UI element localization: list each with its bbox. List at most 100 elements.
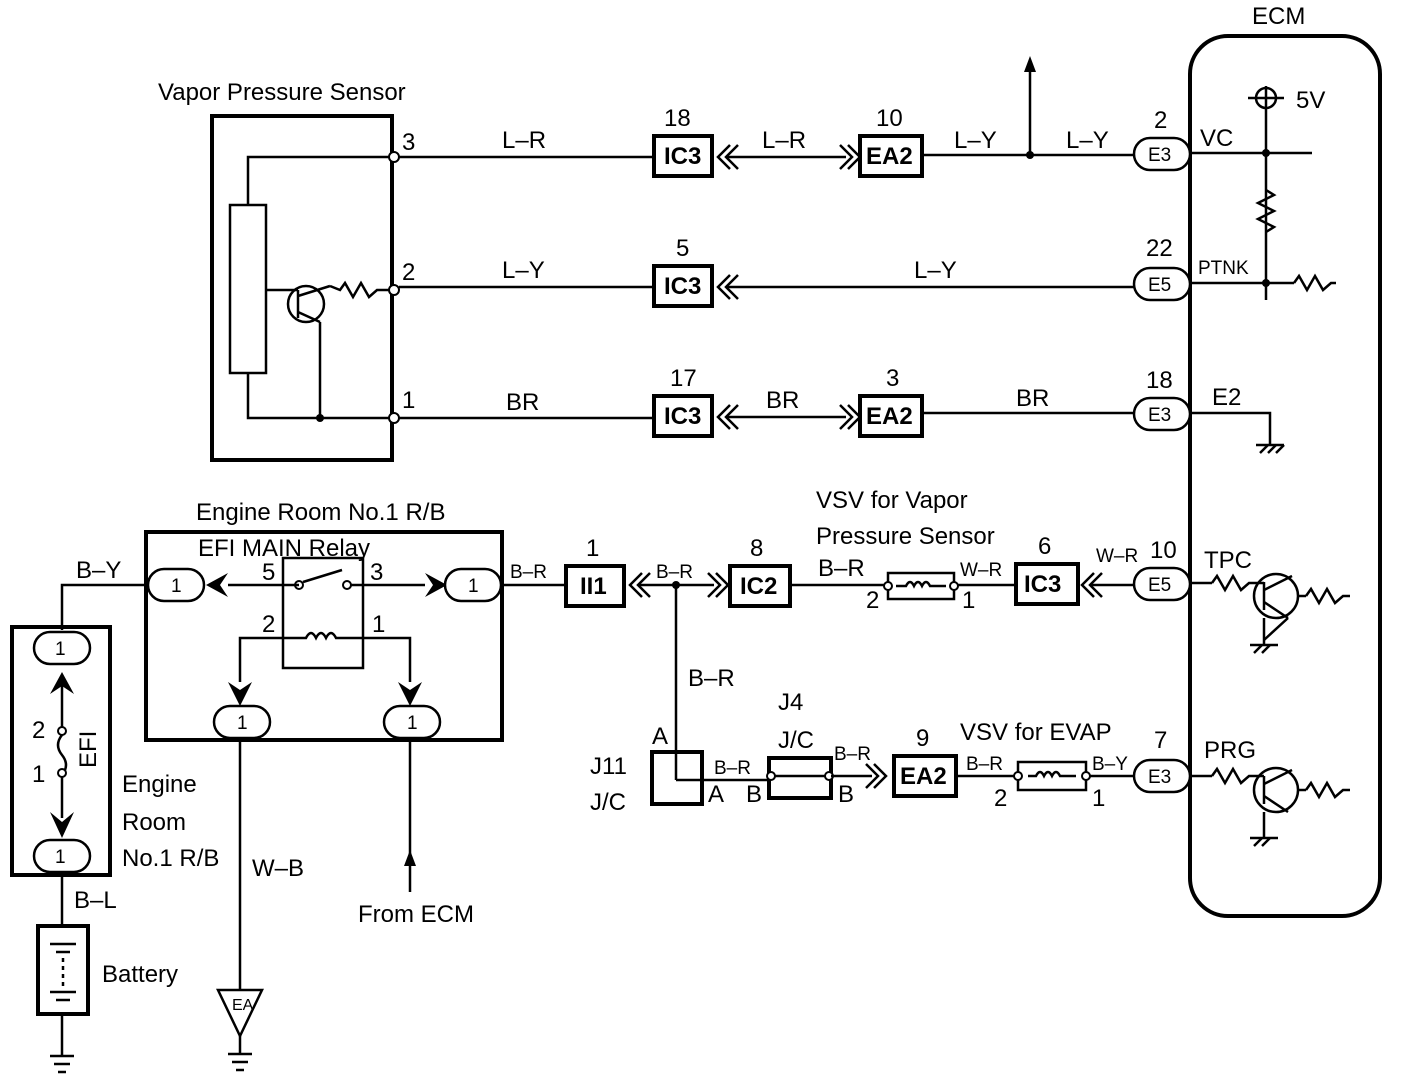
- wire-color-label: B–R: [510, 562, 547, 583]
- wire-color-label: B–Y: [1092, 754, 1128, 775]
- pin-label: 3: [370, 559, 383, 586]
- connector-e5-10: [1132, 566, 1192, 602]
- from-ecm-label: From ECM: [358, 901, 474, 928]
- resistor-icon: [1292, 273, 1336, 293]
- connector-e3-2: [1132, 136, 1192, 172]
- connector-ic3-17: [652, 394, 714, 438]
- ecm-terminal-vc: VC: [1200, 125, 1233, 152]
- resistor-icon: [1255, 188, 1277, 234]
- resistor-icon: [329, 280, 394, 300]
- wire-color-label: W–R: [1096, 546, 1138, 567]
- connector-code: E3: [1148, 405, 1171, 426]
- connector-arrow-icon: [228, 682, 252, 706]
- connector-pin: 5: [676, 235, 689, 262]
- relay-coil-icon: [296, 631, 350, 641]
- pin-label: 1: [1092, 785, 1105, 812]
- wire-color-label: B–L: [74, 887, 117, 914]
- j4-label: J4: [778, 689, 803, 716]
- connector-e3-7: [1132, 758, 1192, 794]
- connector-ic2-8: [728, 564, 792, 608]
- connector-code: E5: [1148, 275, 1171, 296]
- wire-color-label: B–R: [688, 665, 735, 692]
- relay-switch-icon: [302, 568, 343, 584]
- transistor-icon: [286, 284, 326, 324]
- wire-color-label: L–Y: [914, 257, 957, 284]
- connector-pin: 10: [876, 105, 903, 132]
- vsv-vapor-label: VSV for Vapor: [816, 487, 968, 514]
- connector-pin: 18: [1146, 367, 1173, 394]
- connector-ic3-18: [652, 134, 714, 178]
- efi-fuse-label: EFI: [75, 731, 102, 768]
- wire-color-label: B–R: [818, 555, 865, 582]
- connector-code: IC3: [664, 143, 701, 170]
- wire-color-label: B–R: [656, 562, 693, 583]
- wire-color-label: B–R: [834, 744, 871, 765]
- pin-label: 2: [866, 587, 879, 614]
- connector-code: EA2: [866, 143, 913, 170]
- sensor-element-icon: [228, 203, 268, 375]
- connector-code: IC2: [740, 573, 777, 600]
- wire-color-label: BR: [1016, 385, 1049, 412]
- pin-label: 2: [32, 717, 45, 744]
- pin-label: 3: [402, 129, 415, 156]
- ecm-block: ECM 5V VC PTNK E2: [1188, 3, 1382, 918]
- j11-label: J11: [590, 753, 627, 780]
- connector-pin: 2: [1154, 107, 1167, 134]
- wire-color-label: B–Y: [76, 557, 121, 584]
- connector-arrow-icon: [839, 144, 854, 170]
- connector-pin: 9: [916, 725, 929, 752]
- ecm-terminal-ptnk: PTNK: [1198, 258, 1249, 279]
- solenoid-coil-icon: [1028, 770, 1076, 779]
- resistor-icon: [1210, 766, 1256, 786]
- vsv-evap-label: VSV for EVAP: [960, 719, 1112, 746]
- vapor-sensor-label: Vapor Pressure Sensor: [158, 79, 406, 106]
- connector-pin: 6: [1038, 533, 1051, 560]
- connector-e3-18: [1132, 396, 1192, 432]
- wire-color-label: L–R: [502, 127, 546, 154]
- pin-label: 1: [55, 847, 66, 868]
- pin-label: 2: [994, 785, 1007, 812]
- connector-pin: 3: [886, 365, 899, 392]
- connector-code: E3: [1148, 767, 1171, 788]
- relay-block-box: [144, 530, 504, 742]
- connector-code: EA2: [866, 403, 913, 430]
- battery-label: Battery: [102, 961, 178, 988]
- wire-color-label: W–B: [252, 855, 304, 882]
- pin-label: 1: [407, 713, 418, 734]
- wire-row-prg: B–R A J11 J/C B–R A B J4 J/C B B–R EA2 9…: [590, 585, 1192, 816]
- wire-row-ptnk: L–Y IC3 5 L–Y E5 22: [399, 235, 1192, 308]
- wire-color-label: B–R: [966, 754, 1003, 775]
- vsv-vapor-label: Pressure Sensor: [816, 523, 995, 550]
- wire-color-label: L–R: [762, 127, 806, 154]
- pin-label: 1: [32, 761, 45, 788]
- connector-arrow-icon: [839, 404, 854, 430]
- wire-color-label: L–Y: [502, 257, 545, 284]
- connector-arrow-icon: [716, 274, 731, 300]
- connector-arrow-icon: [707, 572, 722, 598]
- wire-row-e2: BR IC3 17 BR EA2 3 BR E3 18: [399, 365, 1192, 438]
- ecm-terminal-e2: E2: [1212, 384, 1241, 411]
- connector-arrow-icon: [425, 573, 447, 597]
- pin-label: 2: [262, 611, 275, 638]
- pin-label: B: [746, 781, 762, 808]
- connector-pin: 10: [1150, 537, 1177, 564]
- connector-code: IC3: [664, 403, 701, 430]
- vapor-pressure-sensor: Vapor Pressure Sensor 3 2 1: [158, 79, 415, 462]
- ecm-outline: [1188, 34, 1382, 918]
- pin-label: 1: [171, 576, 182, 597]
- relay-box: [281, 556, 365, 670]
- relay-connector-bottom-left: [212, 704, 272, 740]
- j4-jc-label: J/C: [778, 727, 814, 754]
- connector-arrow-icon: [865, 763, 880, 789]
- wire-color-label: B–R: [714, 758, 751, 779]
- connector-arrow-icon: [628, 572, 643, 598]
- engine-room-relay-block: Engine Room No.1 R/B EFI MAIN Relay 5 3 …: [144, 499, 504, 1072]
- connector-code: II1: [580, 573, 607, 600]
- pin-label: 1: [372, 611, 385, 638]
- wire-color-label: L–Y: [954, 127, 997, 154]
- j11-junction-box: [650, 750, 704, 806]
- connector-arrow-icon: [398, 682, 422, 706]
- pin-label: 5: [262, 559, 275, 586]
- connector-arrow-icon: [716, 404, 731, 430]
